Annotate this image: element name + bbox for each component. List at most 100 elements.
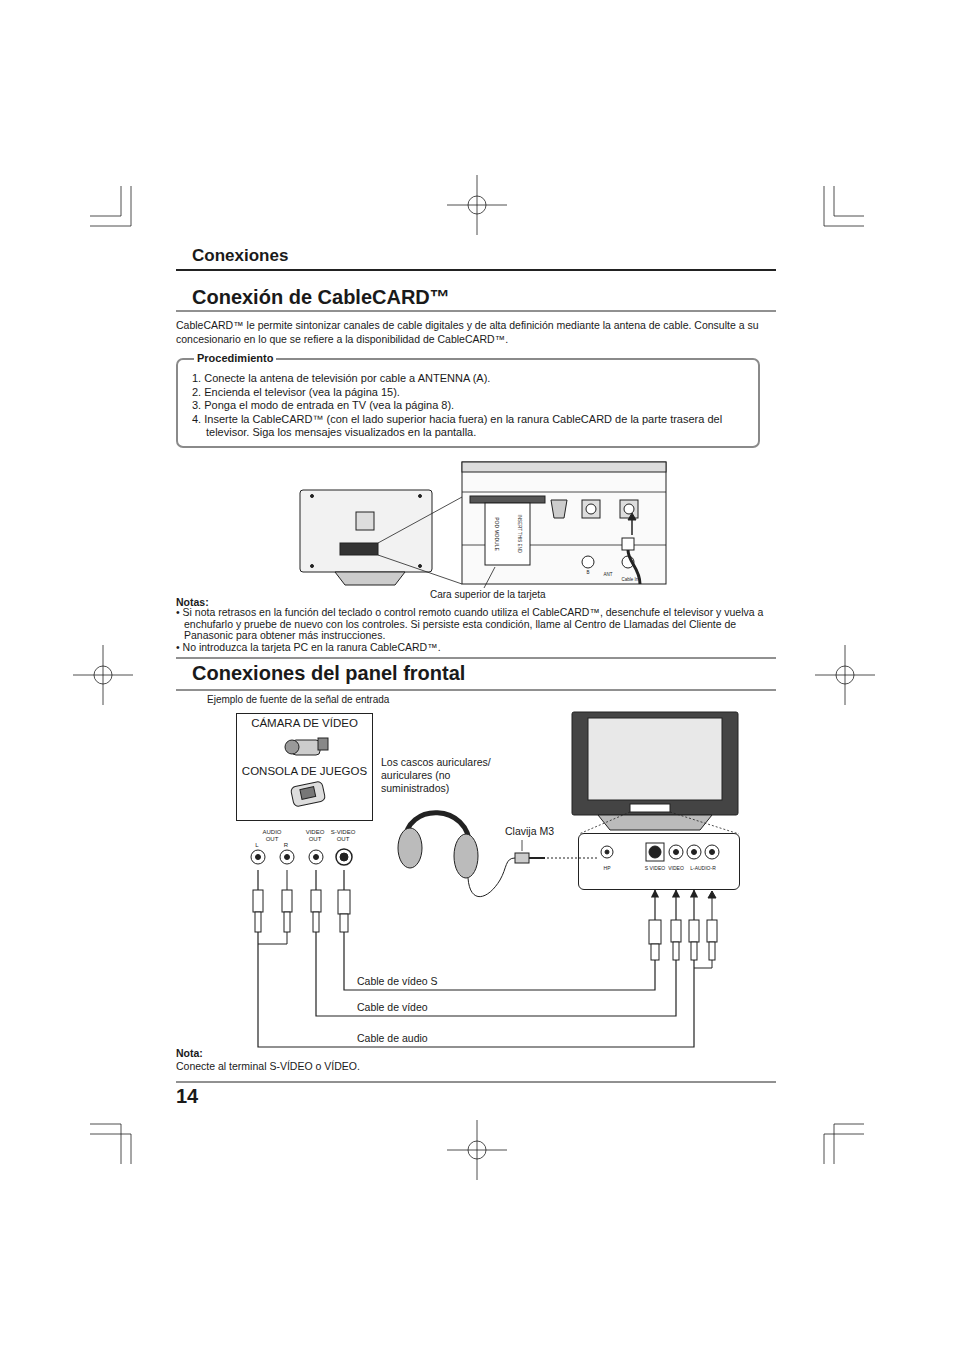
- rca-plug: [313, 912, 319, 932]
- rca-plug: [284, 912, 290, 932]
- game-console: [290, 781, 325, 807]
- node-text: 4. Inserte la CableCARD™ (con el lado su…: [192, 413, 746, 440]
- source-box: CÁMARA DE VÍDEO CONSOLA DE JUEGOS: [236, 713, 373, 821]
- s-video-jack: [336, 849, 352, 865]
- registration-mark: [815, 645, 875, 705]
- leader-line: [522, 840, 523, 851]
- note-heading: Nota:: [176, 1047, 203, 1060]
- s-video-jack: [649, 846, 661, 858]
- headphone-jack: [605, 850, 609, 854]
- rca-plug: [709, 942, 715, 960]
- caption-text: Ejemplo de fuente de la señal de entrada: [207, 694, 389, 706]
- s-video-plug: [340, 914, 348, 932]
- rca-jack: [687, 845, 701, 859]
- node-text: AUDIO OUT: [261, 829, 283, 842]
- leader-line: [484, 567, 495, 588]
- crop-mark: [90, 186, 864, 1164]
- s-video-plug: [651, 944, 659, 960]
- rca-jack: [251, 850, 265, 864]
- cable-connector: [258, 870, 694, 1047]
- rca-plug: [671, 920, 681, 942]
- body-text: CableCARD™ le permite sintonizar canales…: [176, 319, 776, 346]
- rca-plug: [689, 920, 699, 942]
- registration-mark: [73, 645, 133, 705]
- terminal: [582, 556, 594, 568]
- rca-jack: [710, 850, 715, 855]
- node-text: L-AUDIO-R: [687, 865, 719, 871]
- rca-jack: [309, 850, 323, 864]
- node-text: S-VIDEO OUT: [329, 829, 357, 842]
- rca-jack: [705, 845, 719, 859]
- cable-connector: [316, 870, 676, 1016]
- tv-back-cover: [356, 512, 374, 530]
- tv-screen: [588, 718, 722, 800]
- callout-label: Los cascos auriculares/ auriculares (no …: [381, 756, 506, 795]
- screw: [419, 495, 422, 498]
- headphone-cord: [468, 858, 515, 897]
- tv-stand: [598, 815, 712, 830]
- node-text: HP: [597, 865, 617, 871]
- s-video-jack: [340, 853, 348, 861]
- rca-jack: [285, 855, 290, 860]
- zoom-line: [579, 812, 739, 834]
- rca-jack: [669, 845, 683, 859]
- section-header: Conexiones: [192, 246, 288, 267]
- insert-arrow: [631, 518, 633, 535]
- card-print: POD MODULE: [494, 509, 500, 559]
- s-video-jack: [646, 843, 664, 861]
- page-number: 14: [176, 1084, 198, 1108]
- connector: [582, 500, 600, 518]
- rca-plug: [253, 890, 263, 912]
- registration-mark: [447, 175, 507, 235]
- rca-jack: [256, 855, 261, 860]
- rca-jack: [674, 850, 679, 855]
- node-text: S VIDEO: [643, 865, 667, 871]
- cablecard: [485, 503, 530, 565]
- headphones: [398, 828, 422, 868]
- tv-back-terminals: [340, 543, 378, 555]
- tv-front: [572, 712, 738, 815]
- tv-front-terminal-panel: HPS VIDEOVIDEOL-AUDIO-R: [578, 833, 740, 890]
- cable-label: Cable de vídeo: [354, 1001, 431, 1014]
- terminal-label: B: [584, 570, 592, 576]
- callout-label: Clavija M3: [505, 825, 554, 838]
- node-text: R: [281, 842, 291, 849]
- node-text: VIDEO OUT: [305, 829, 325, 842]
- dotted-line: [547, 858, 599, 859]
- terminal-label: Cable In: [620, 577, 640, 583]
- front-panel: [630, 804, 670, 812]
- connector: [586, 504, 596, 514]
- rca-plug: [673, 942, 679, 960]
- rca-plug: [282, 890, 292, 912]
- node-text: 1. Conecte la antena de televisión por c…: [192, 372, 746, 386]
- zoom-line: [378, 497, 462, 584]
- video-camera: [285, 740, 299, 754]
- section-heading: Conexión de CableCARD™: [192, 285, 450, 309]
- node-text: CÁMARA DE VÍDEO: [237, 716, 372, 730]
- rca-jack: [280, 850, 294, 864]
- headphone-jack: [601, 846, 613, 858]
- connector: [551, 500, 567, 518]
- rca-plug: [707, 920, 717, 942]
- terminal-label: ANT: [601, 572, 615, 578]
- rule-line: [176, 311, 776, 1082]
- s-video-plug: [338, 890, 350, 914]
- node-text: 2. Encienda el televisor (vea la página …: [192, 386, 746, 400]
- callout-label: Cara superior de la tarjeta: [430, 589, 546, 601]
- m3-plug: [529, 857, 545, 859]
- cable-label: Cable de vídeo S: [354, 975, 441, 988]
- cable-label: Cable de audio: [354, 1032, 431, 1045]
- note-text: • Si nota retrasos en la función del tec…: [176, 607, 784, 642]
- rca-plug: [311, 890, 321, 912]
- video-camera: [318, 738, 328, 750]
- screw: [311, 565, 314, 568]
- procedure-box: Procedimiento1. Conecte la antena de tel…: [176, 358, 760, 448]
- rca-plug: [691, 942, 697, 960]
- node-text: CONSOLA DE JUEGOS: [237, 764, 372, 778]
- rca-jack: [314, 855, 319, 860]
- node-text: L: [252, 842, 262, 849]
- node-text: 3. Ponga el modo de entrada en TV (vea l…: [192, 399, 746, 413]
- note-text: • No introduzca la tarjeta PC en la ranu…: [176, 642, 784, 654]
